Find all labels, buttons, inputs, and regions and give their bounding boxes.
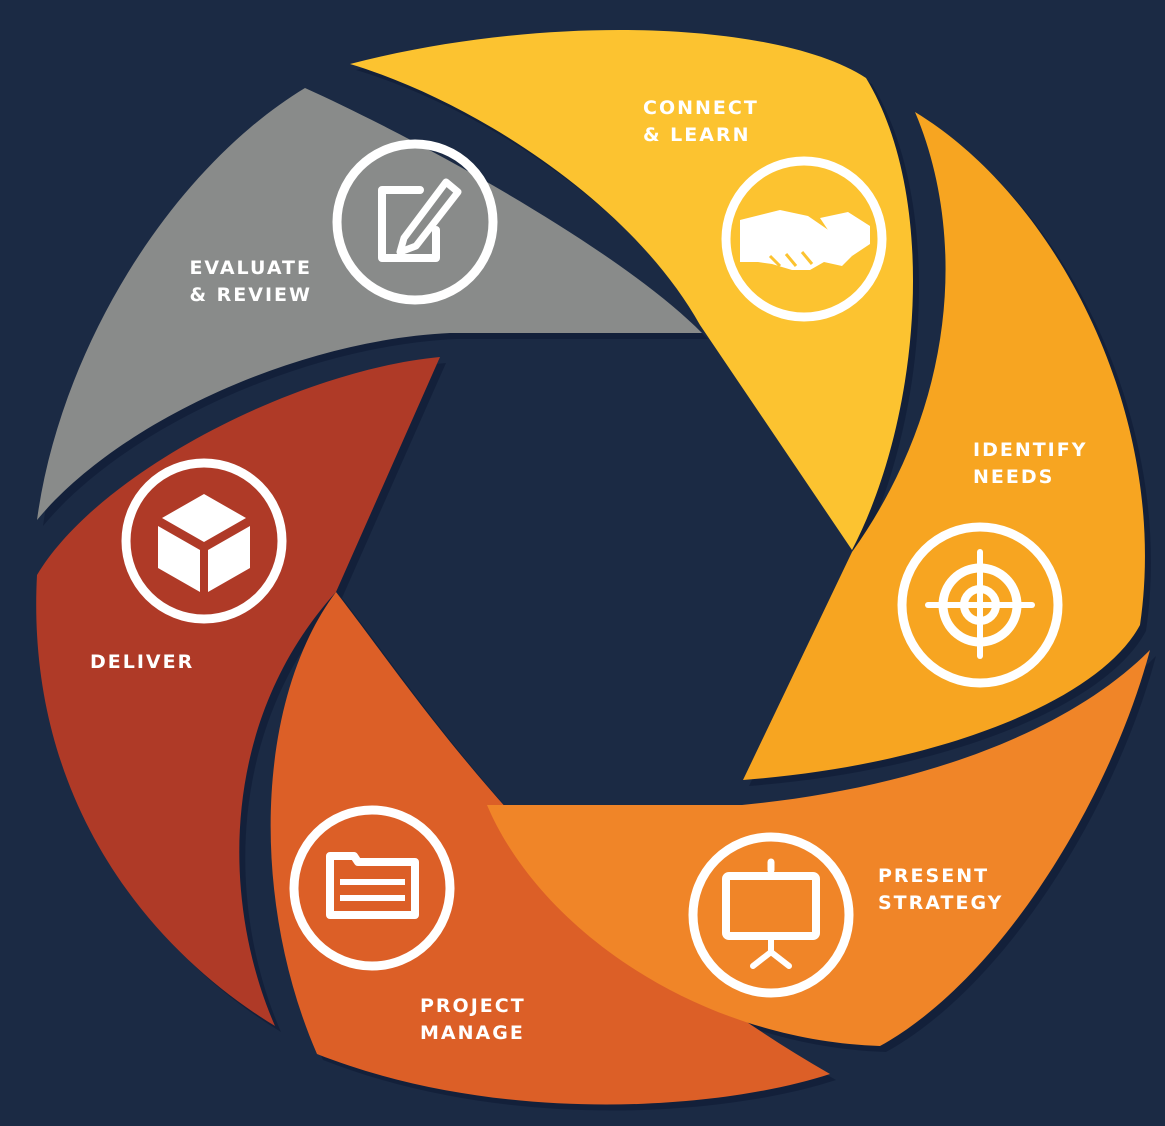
edit-icon — [332, 139, 498, 305]
target-icon — [897, 522, 1063, 688]
label-evaluate-review-line2: & REVIEW — [189, 284, 312, 306]
folder-icon — [289, 805, 455, 971]
box-icon — [121, 458, 287, 624]
label-project-manage: PROJECT MANAGE — [420, 993, 526, 1047]
segment-identify-needs — [743, 112, 1145, 780]
label-deliver: DELIVER — [90, 649, 194, 676]
segment-evaluate-review — [37, 88, 702, 520]
segment-project-manage — [270, 592, 830, 1105]
label-present-strategy: PRESENT STRATEGY — [878, 863, 1003, 917]
label-identify-needs-line2: NEEDS — [973, 466, 1055, 488]
label-connect-learn-line1: CONNECT — [643, 97, 759, 119]
handshake-icon — [721, 156, 887, 322]
label-connect-learn: CONNECT & LEARN — [643, 95, 759, 149]
segment-deliver — [36, 357, 441, 1026]
label-project-manage-line2: MANAGE — [420, 1022, 525, 1044]
label-connect-learn-line2: & LEARN — [643, 124, 751, 146]
label-deliver-line1: DELIVER — [90, 651, 195, 673]
label-evaluate-review: EVALUATE & REVIEW — [160, 255, 312, 309]
label-present-strategy-line1: PRESENT — [878, 865, 990, 887]
label-identify-needs-line1: IDENTIFY — [973, 439, 1088, 461]
label-present-strategy-line2: STRATEGY — [878, 892, 1004, 914]
label-evaluate-review-line1: EVALUATE — [189, 257, 312, 279]
label-identify-needs: IDENTIFY NEEDS — [973, 437, 1088, 491]
presentation-board-icon — [688, 832, 854, 998]
segment-connect-learn — [350, 30, 914, 551]
label-project-manage-line1: PROJECT — [420, 995, 526, 1017]
